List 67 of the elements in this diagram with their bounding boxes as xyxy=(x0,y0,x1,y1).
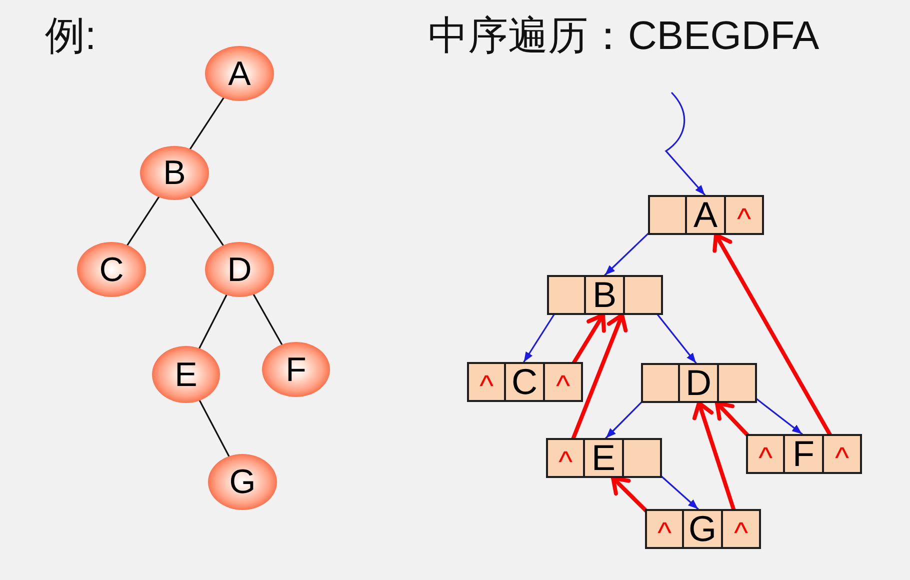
pointer-cell xyxy=(650,197,685,233)
data-cell xyxy=(584,277,623,313)
pointer-cell xyxy=(721,511,759,547)
pointer-cell xyxy=(647,511,682,547)
node-letter: G xyxy=(688,511,716,547)
node-record xyxy=(547,275,663,315)
node-letter: E xyxy=(591,440,616,476)
node-letter: C xyxy=(99,252,124,286)
data-cell xyxy=(504,364,543,400)
data-cell xyxy=(682,511,721,547)
node-record xyxy=(641,363,757,403)
thread-arrow xyxy=(611,476,649,514)
node-record xyxy=(645,509,761,549)
tree-edge-line xyxy=(190,196,224,246)
arrow xyxy=(605,400,644,439)
null-pointer-mark: ^ xyxy=(758,441,773,474)
pointer-cell xyxy=(724,197,762,233)
node-record xyxy=(546,438,662,478)
tree-edge-line xyxy=(252,294,283,346)
null-pointer-mark: ^ xyxy=(657,516,672,549)
null-pointer-mark: ^ xyxy=(834,441,850,474)
arrow xyxy=(523,312,556,363)
node-record xyxy=(467,362,583,402)
pointer-cell xyxy=(622,440,660,476)
data-cell xyxy=(678,365,717,401)
tree-edge-line xyxy=(126,196,160,246)
node-letter: B xyxy=(592,277,616,313)
node-letter: D xyxy=(686,365,712,401)
node-letter: A xyxy=(228,56,251,90)
node-letter: C xyxy=(512,364,538,400)
node-letter: B xyxy=(163,156,186,190)
null-pointer-mark: ^ xyxy=(556,369,570,402)
node-record xyxy=(648,195,764,235)
pointer-cell xyxy=(623,277,661,313)
tree-edge-line xyxy=(198,400,230,458)
pointer-cell xyxy=(717,365,755,401)
pointer-cell xyxy=(748,436,783,472)
pointer-cell xyxy=(643,365,678,401)
pointer-cell xyxy=(548,440,583,476)
traversal-heading: 中序遍历：CBEGDFA xyxy=(428,14,820,58)
node-letter: D xyxy=(227,252,252,286)
node-record xyxy=(746,434,862,474)
null-pointer-mark: ^ xyxy=(558,445,573,478)
pointer-cell xyxy=(543,364,581,400)
node-letter: F xyxy=(286,352,306,386)
tree-edge-line xyxy=(189,97,224,150)
arrow xyxy=(656,312,697,364)
null-pointer-mark: ^ xyxy=(736,202,752,235)
example-heading: 例: xyxy=(45,14,96,58)
pointer-cell xyxy=(822,436,860,472)
arrow xyxy=(659,474,699,510)
node-letter: E xyxy=(174,358,198,392)
arrow xyxy=(604,231,651,276)
pointer-cell xyxy=(469,364,504,400)
data-cell xyxy=(583,440,622,476)
arrow xyxy=(665,92,706,196)
pointer-cell xyxy=(549,277,584,313)
data-cell xyxy=(685,197,724,233)
data-cell xyxy=(783,436,822,472)
null-pointer-mark: ^ xyxy=(734,516,748,549)
thread-arrow xyxy=(714,401,750,438)
node-letter: F xyxy=(792,436,814,472)
node-letter: A xyxy=(693,197,718,233)
null-pointer-mark: ^ xyxy=(479,369,494,402)
tree-edge-line xyxy=(198,294,228,350)
node-letter: G xyxy=(229,465,256,499)
arrow xyxy=(754,396,803,435)
